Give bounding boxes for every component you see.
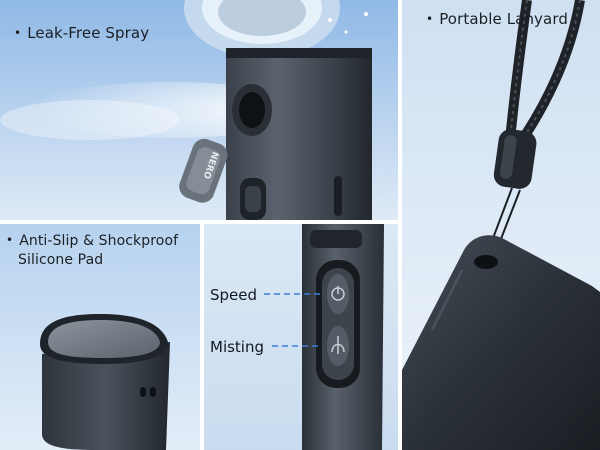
spray-scene-illustration [0, 0, 398, 220]
pad-scene-illustration [0, 224, 200, 450]
panel-silicone-pad: • Anti-Slip & Shockproof Silicone Pad [0, 224, 200, 450]
bullet: • [426, 12, 434, 26]
panel-control-buttons: Speed Misting [204, 224, 398, 450]
panel-leak-free-spray: NERO •Leak-Free Spray [0, 0, 398, 220]
caption-silicone-pad-line2: Silicone Pad [18, 252, 104, 268]
misting-button-label: Misting [210, 338, 265, 356]
lanyard-scene-illustration [402, 0, 600, 450]
bullet: • [14, 26, 22, 40]
caption-leak-free-spray-text: Leak-Free Spray [27, 24, 150, 42]
buttons-scene-illustration [204, 224, 398, 450]
caption-portable-lanyard: • Portable Lanyard [426, 10, 568, 28]
caption-leak-free-spray: • Leak-Free Spray [14, 24, 149, 42]
panel-portable-lanyard: • Portable Lanyard [402, 0, 600, 450]
bullet: • [6, 233, 14, 247]
caption-portable-lanyard-text: Portable Lanyard [439, 10, 568, 28]
caption-silicone-pad-line1: Anti-Slip & Shockproof [19, 233, 179, 249]
caption-silicone-pad: • Anti-Slip & Shockproof Silicone Pad [6, 232, 178, 270]
speed-button-label: Speed [210, 286, 258, 304]
